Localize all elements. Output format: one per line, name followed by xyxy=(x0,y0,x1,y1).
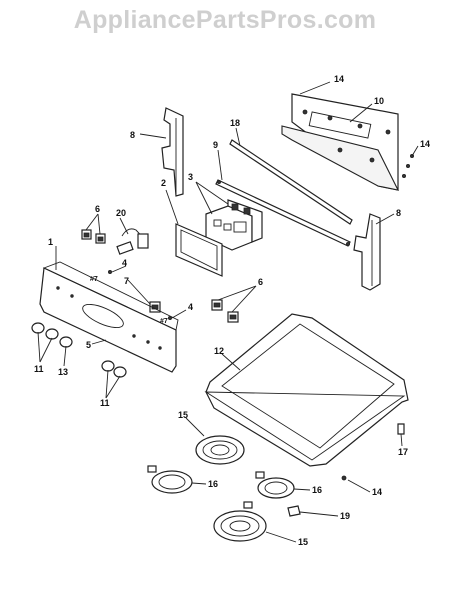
display-overlay-2 xyxy=(175,223,223,277)
callout-16-right: 16 xyxy=(312,485,322,495)
leader-lines xyxy=(37,81,419,543)
callout-2: 2 xyxy=(161,178,166,188)
callout-13: 13 xyxy=(58,367,68,377)
callout-4-lower: 4 xyxy=(188,302,193,312)
watermark: AppliancePartsPros.com xyxy=(73,6,377,34)
callout-20: 20 xyxy=(116,208,126,218)
knobs-11-left xyxy=(31,322,73,348)
switch-pair-6-left xyxy=(81,229,106,244)
callout-11-left: 11 xyxy=(34,364,44,374)
control-panel-1 xyxy=(39,261,179,373)
screw-14-bottom xyxy=(341,475,347,481)
element-15-top xyxy=(195,435,245,465)
knobs-11-right xyxy=(101,360,127,378)
element-16-right xyxy=(255,471,295,499)
control-module-3 xyxy=(205,199,263,251)
side-bracket-8-right xyxy=(353,213,381,291)
mark-7-upper: #7 xyxy=(90,276,98,283)
mark-7-lower: #7 xyxy=(160,318,168,325)
callout-5: 5 xyxy=(86,340,91,350)
callout-7: 7 xyxy=(124,276,129,286)
callout-19: 19 xyxy=(340,511,350,521)
callout-18: 18 xyxy=(230,118,240,128)
callout-14-top: 14 xyxy=(334,74,344,84)
trim-strip-9 xyxy=(215,179,351,247)
callout-12: 12 xyxy=(214,346,224,356)
callout-15-top: 15 xyxy=(178,410,188,420)
clip-19 xyxy=(287,505,301,517)
callout-8-left: 8 xyxy=(130,130,135,140)
callout-10: 10 xyxy=(374,96,384,106)
trim-strip-18 xyxy=(229,139,353,225)
wire-harness-20 xyxy=(116,228,149,255)
side-bracket-8-left xyxy=(161,107,184,197)
callout-8-right: 8 xyxy=(396,208,401,218)
cooktop-12 xyxy=(204,313,409,467)
element-15-bottom xyxy=(213,501,267,542)
callout-14-bottom: 14 xyxy=(372,487,382,497)
switch-pair-6-right xyxy=(211,299,239,323)
callout-4-upper: 4 xyxy=(122,258,127,268)
clip-17 xyxy=(397,423,405,435)
callout-16-left: 16 xyxy=(208,479,218,489)
callout-15-bottom: 15 xyxy=(298,537,308,547)
rear-panel-10 xyxy=(281,93,399,191)
callout-17: 17 xyxy=(398,447,408,457)
callout-3: 3 xyxy=(188,172,193,182)
callout-14-right: 14 xyxy=(420,139,430,149)
screws-14-right xyxy=(401,153,414,178)
callout-9: 9 xyxy=(213,140,218,150)
callout-6-right: 6 xyxy=(258,277,263,287)
callout-6-left: 6 xyxy=(95,204,100,214)
element-16-left xyxy=(147,465,193,494)
callout-11-right: 11 xyxy=(100,398,110,408)
screws-4 xyxy=(108,269,172,320)
callout-1: 1 xyxy=(48,237,53,247)
callout-labels: 14 10 14 8 18 9 3 2 20 6 8 6 1 4 #7 7 4 … xyxy=(34,74,430,547)
